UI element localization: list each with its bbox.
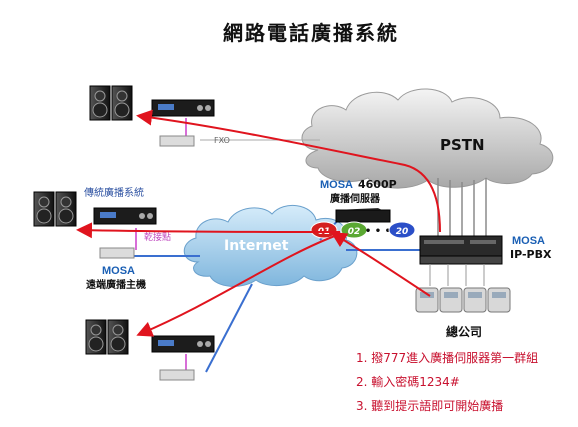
amplifier-icon	[151, 99, 215, 117]
server-brand: MOSA	[320, 179, 353, 191]
pbx-icon	[419, 235, 503, 265]
group-badge-label: 20	[396, 227, 409, 237]
phone-icon	[487, 287, 511, 313]
server-label: 廣播伺服器	[329, 192, 381, 205]
group-badges: 01 02 • • • 20	[310, 221, 416, 239]
server-icon	[335, 208, 391, 223]
traditional-system-label: 傳統廣播系統	[84, 186, 144, 199]
phone-lines	[429, 264, 485, 286]
internet-label: Internet	[224, 238, 289, 254]
pbx-model: IP-PBX	[510, 248, 552, 261]
speaker-set-top: FXO	[89, 85, 230, 147]
speaker-icon	[85, 319, 129, 355]
page-title: 網路電話廣播系統	[223, 21, 399, 45]
group-badge-label: 02	[348, 227, 361, 237]
gateway-icon	[159, 369, 195, 381]
amplifier-icon	[93, 207, 157, 225]
step-1: 1. 撥777進入廣播伺服器第一群組	[356, 350, 538, 365]
server-model: 4600P	[358, 178, 397, 191]
remote-host-brand: MOSA	[102, 265, 135, 277]
call-paths	[76, 109, 441, 337]
step-2: 2. 輸入密碼1234#	[356, 374, 460, 389]
pstn-label: PSTN	[440, 136, 485, 154]
fxo-label: FXO	[214, 136, 230, 145]
dry-contact-label: 乾接點	[144, 231, 171, 243]
pbx-brand: MOSA	[512, 235, 545, 247]
amplifier-icon	[151, 335, 215, 353]
phone-icon	[439, 287, 463, 313]
gateway-icon	[99, 247, 135, 259]
speaker-icon	[89, 85, 133, 121]
phone-icon	[463, 287, 487, 313]
pstn-cloud-icon	[301, 88, 554, 189]
head-office-label: 總公司	[446, 324, 482, 339]
gateway-icon	[159, 135, 195, 147]
speaker-set-bottom	[85, 319, 215, 381]
remote-host-label: 遠端廣播主機	[86, 278, 146, 291]
speaker-icon	[33, 191, 77, 227]
step-3: 3. 聽到提示語即可開始廣播	[356, 398, 503, 413]
phone-bank	[415, 287, 511, 313]
group-ellipsis: • • •	[365, 226, 391, 237]
instruction-steps: 1. 撥777進入廣播伺服器第一群組 2. 輸入密碼1234# 3. 聽到提示語…	[356, 350, 538, 413]
phone-icon	[415, 287, 439, 313]
speaker-set-middle: 傳統廣播系統 乾接點 MOSA 遠端廣播主機	[33, 186, 171, 291]
